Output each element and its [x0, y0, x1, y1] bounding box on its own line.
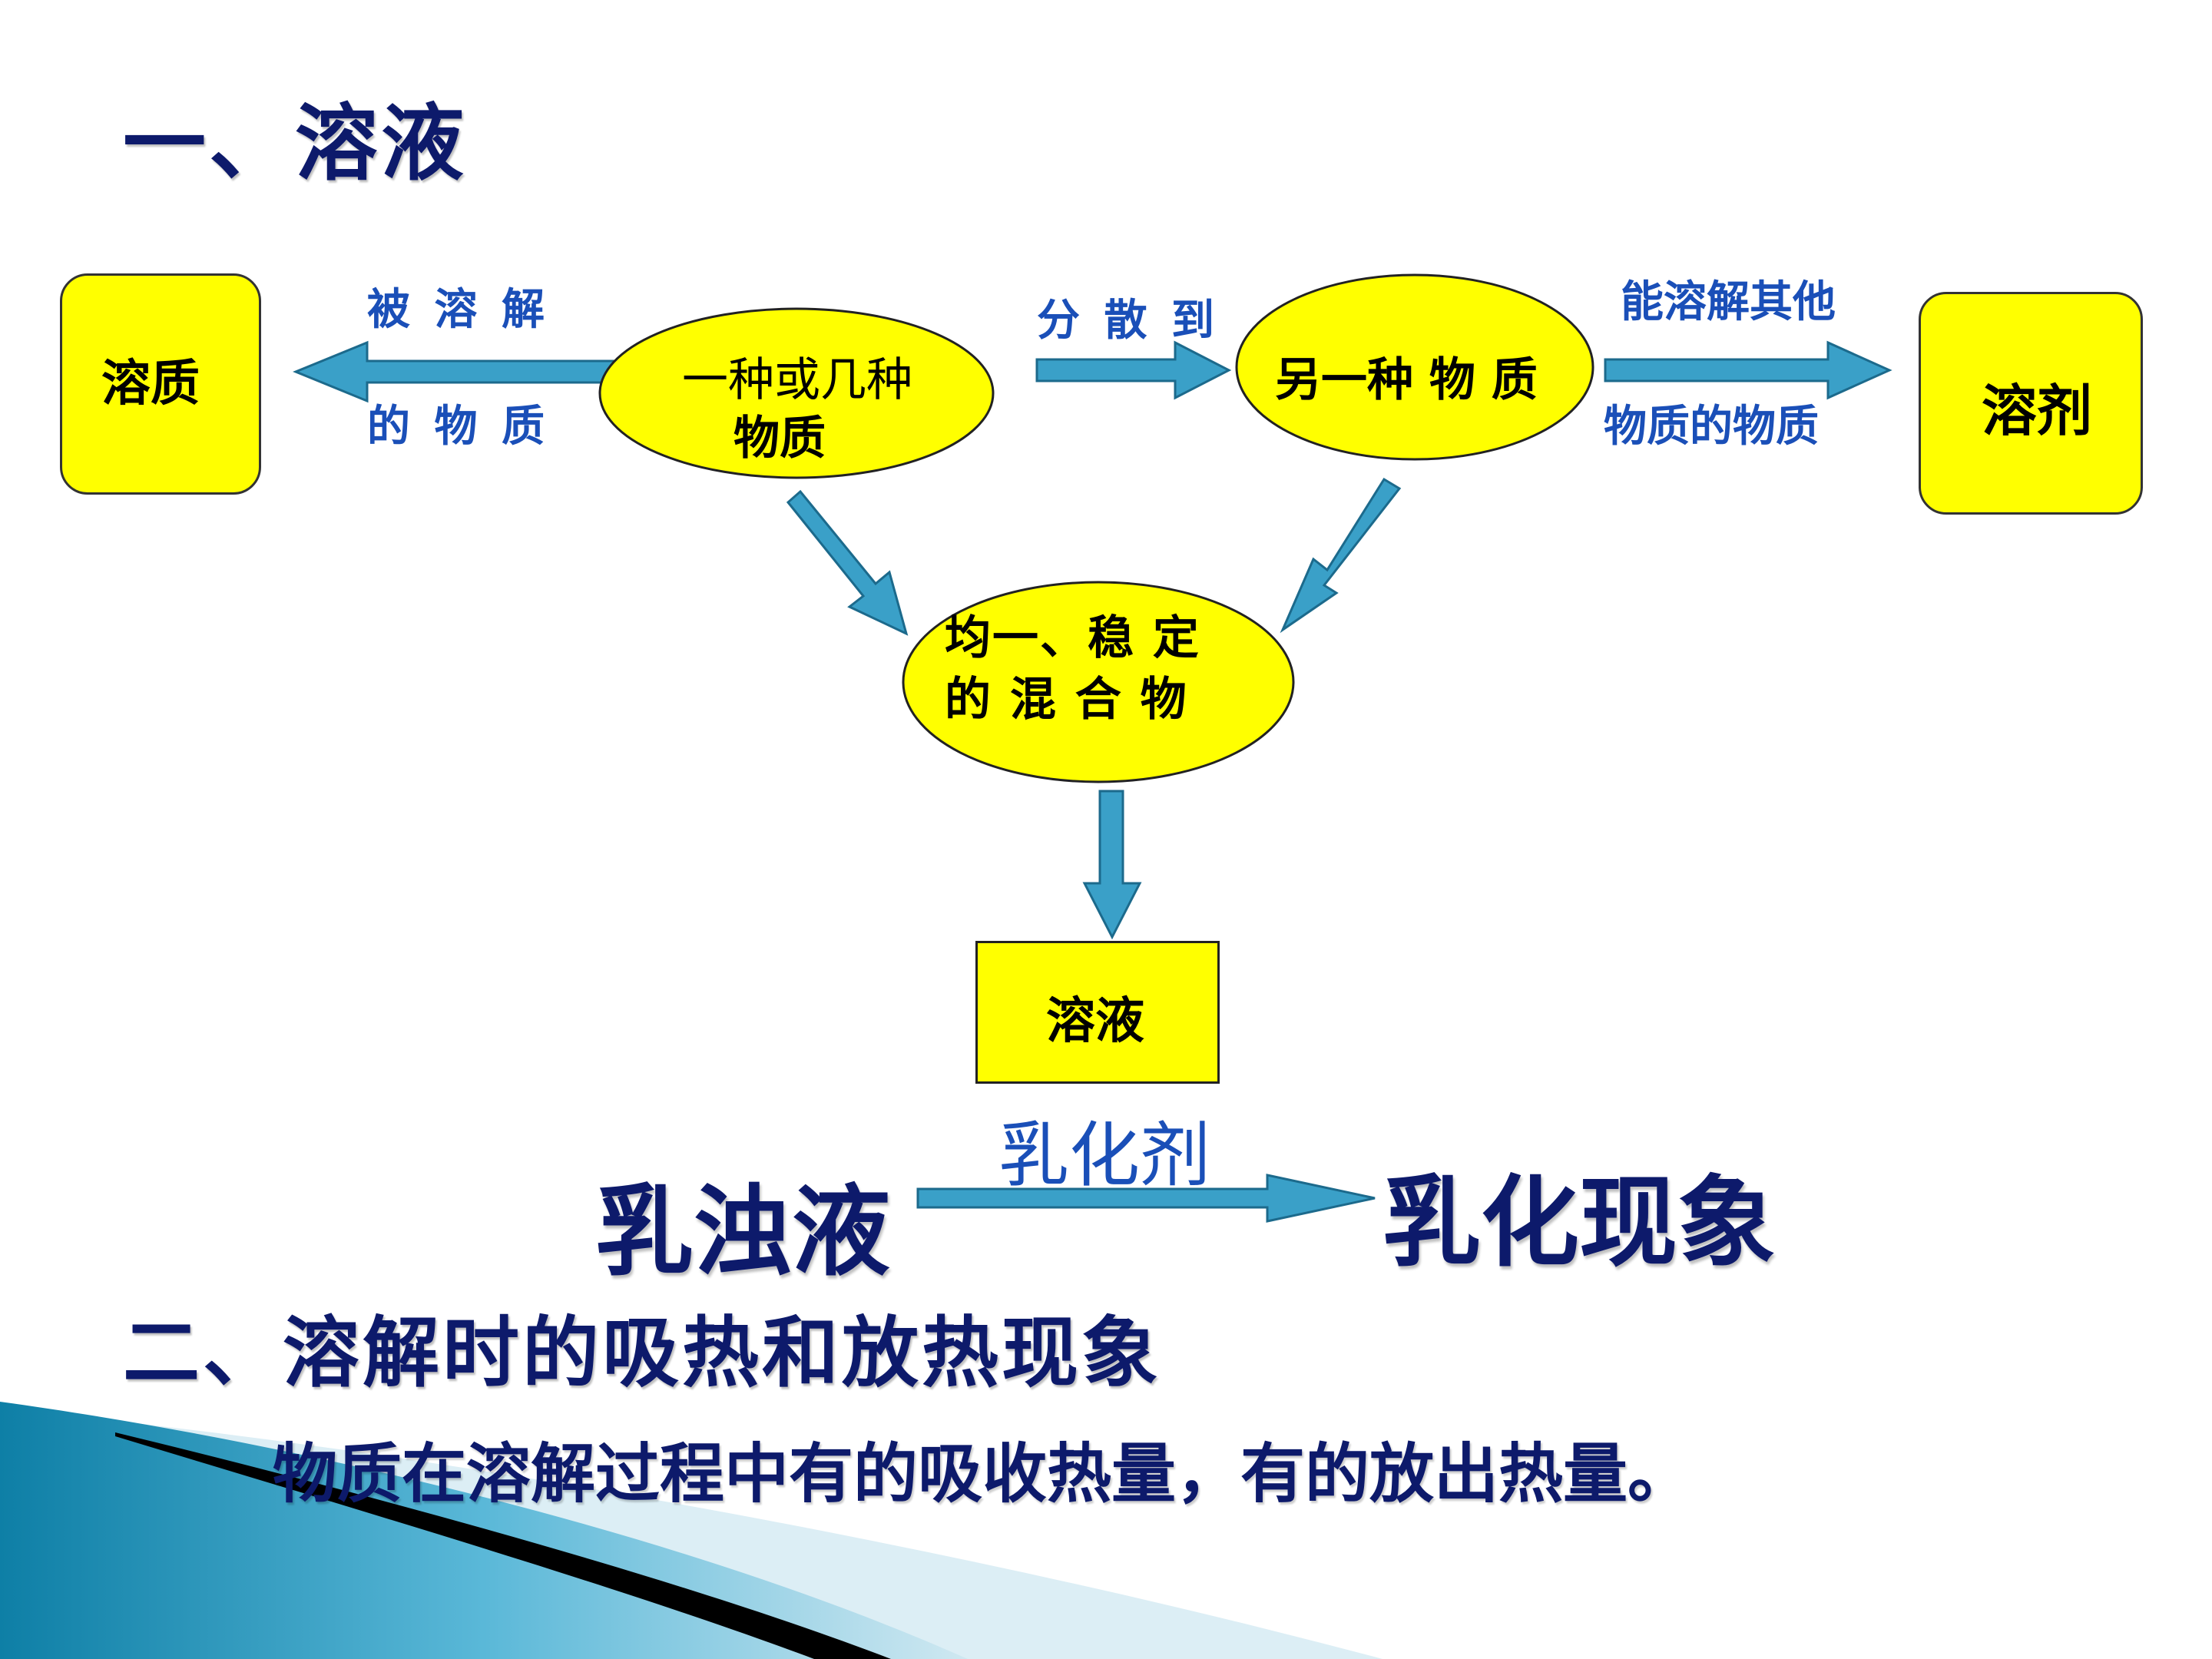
- arrow-down-right: [1280, 477, 1402, 634]
- solute-label: 溶质: [101, 356, 200, 412]
- arrow-down-left: [786, 489, 909, 636]
- arrow-to-solution-box: [1082, 790, 1142, 940]
- emulsion-right: 乳化现象: [1382, 1165, 1777, 1280]
- heading-heat: 二、溶解时的吸热和放热现象: [123, 1307, 1161, 1398]
- solute-box: [60, 273, 261, 495]
- solution-box: [975, 941, 1220, 1084]
- solution-label: 溶液: [1046, 993, 1144, 1050]
- ellipse-substance-line2: 物质: [733, 412, 826, 465]
- swoosh-black: [115, 1432, 891, 1659]
- ellipse-other-text: 另一种 物 质: [1275, 353, 1538, 407]
- arrow-emulsion: [916, 1174, 1376, 1223]
- ellipse-other-substance: [1235, 273, 1594, 461]
- body-heat-text: 物质在溶解过程中有的吸收热量，有的放出热量。: [273, 1435, 1693, 1512]
- ellipse-substance-line1: 一种或几种: [682, 353, 912, 407]
- label-dissolve-other-bottom: 物质的物质: [1604, 402, 1819, 452]
- emulsifier-label: 乳化剂: [998, 1114, 1211, 1197]
- ellipse-mixture-line2: 的 混 合 物: [945, 673, 1188, 727]
- heading-solution: 一、溶液: [123, 95, 468, 192]
- ellipse-substance: [598, 307, 995, 479]
- label-dissolved-bottom: 的 物 质: [367, 402, 549, 452]
- label-dissolved-top: 被 溶 解: [367, 285, 549, 335]
- emulsion-left: 乳浊液: [595, 1174, 891, 1290]
- solvent-label: 溶剂: [1982, 379, 2093, 443]
- arrow-to-solvent: [1604, 340, 1892, 400]
- solvent-box: [1919, 292, 2143, 515]
- label-disperse: 分 散 到: [1037, 296, 1219, 346]
- ellipse-mixture: [902, 581, 1295, 783]
- ellipse-mixture-line1: 均一、稳 定: [945, 611, 1200, 665]
- arrow-to-solute: [293, 340, 616, 403]
- arrow-to-other: [1035, 340, 1232, 400]
- label-dissolve-other-top: 能溶解其他: [1621, 277, 1836, 327]
